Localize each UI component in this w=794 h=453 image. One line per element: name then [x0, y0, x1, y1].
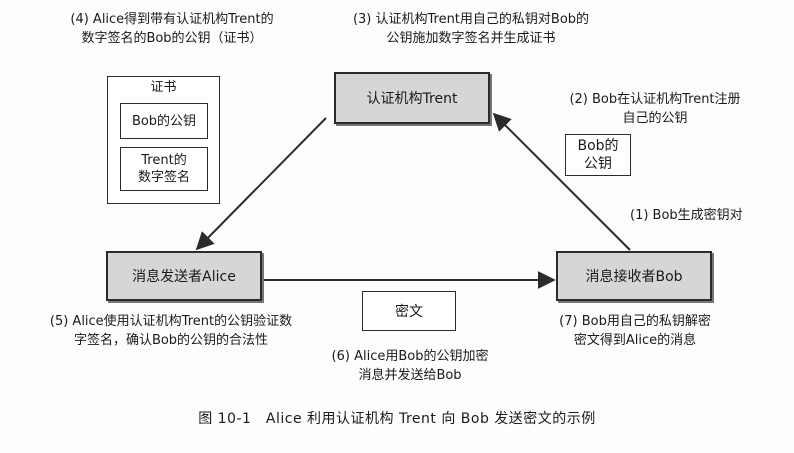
- node-trent: 认证机构Trent: [334, 72, 490, 124]
- step-6-line-2: 消息并发送给Bob: [358, 368, 462, 383]
- step-5-label: (5) Alice使用认证机构Trent的公钥验证数 字签名，确认Bob的公钥的…: [26, 312, 316, 350]
- figure-caption: 图 10-1 Alice 利用认证机构 Trent 向 Bob 发送密文的示例: [198, 411, 596, 427]
- step-1-line-1: (1) Bob生成密钥对: [630, 208, 743, 223]
- bob-key-line-1: Bob的: [577, 138, 619, 154]
- step-7-line-2: 密文得到Alice的消息: [573, 333, 697, 348]
- node-bob: 消息接收者Bob: [556, 251, 712, 301]
- step-7-label: (7) Bob用自己的私钥解密 密文得到Alice的消息: [545, 312, 725, 350]
- certificate-public-key-label: Bob的公钥: [131, 113, 197, 129]
- step-7-line-1: (7) Bob用自己的私钥解密: [559, 314, 711, 329]
- step-6-line-1: (6) Alice用Bob的公钥加密: [331, 349, 489, 364]
- step-5-line-2: 字签名，确认Bob的公钥的合法性: [73, 333, 269, 348]
- bob-public-key-box: Bob的 公钥: [565, 134, 631, 176]
- bob-key-line-2: 公钥: [584, 156, 612, 172]
- step-3-line-1: (3) 认证机构Trent用自己的私钥对Bob的: [352, 12, 590, 27]
- step-2-line-1: (2) Bob在认证机构Trent注册: [569, 92, 741, 107]
- step-3-line-2: 公钥施加数字签名并生成证书: [386, 31, 556, 46]
- node-trent-label: 认证机构Trent: [366, 91, 458, 107]
- ciphertext-box: 密文: [362, 291, 456, 331]
- step-6-label: (6) Alice用Bob的公钥加密 消息并发送给Bob: [330, 347, 490, 385]
- arrow-bob-to-trent: [492, 112, 631, 251]
- node-alice: 消息发送者Alice: [106, 251, 262, 301]
- certificate-public-key: Bob的公钥: [120, 103, 208, 139]
- step-4-label: (4) Alice得到带有认证机构Trent的 数字签名的Bob的公钥（证书）: [62, 10, 282, 48]
- step-5-line-1: (5) Alice使用认证机构Trent的公钥验证数: [49, 314, 293, 329]
- step-3-label: (3) 认证机构Trent用自己的私钥对Bob的 公钥施加数字签名并生成证书: [326, 10, 616, 48]
- step-2-label: (2) Bob在认证机构Trent注册 自己的公钥: [555, 90, 755, 128]
- certificate-signature-line-1: Trent的: [141, 153, 187, 168]
- step-2-line-2: 自己的公钥: [622, 111, 688, 126]
- node-alice-label: 消息发送者Alice: [132, 269, 236, 285]
- certificate-signature: Trent的 数字签名: [120, 147, 208, 191]
- step-4-line-2: 数字签名的Bob的公钥（证书）: [81, 31, 263, 46]
- certificate-signature-line-2: 数字签名: [137, 170, 190, 185]
- arrow-trent-to-alice: [195, 117, 327, 251]
- certificate-title: 证书: [150, 80, 177, 95]
- ciphertext-label: 密文: [395, 304, 423, 320]
- step-4-line-1: (4) Alice得到带有认证机构Trent的: [70, 12, 274, 27]
- certificate: 证书 Bob的公钥 Trent的 数字签名: [107, 76, 220, 204]
- node-bob-label: 消息接收者Bob: [585, 269, 683, 285]
- step-1-label: (1) Bob生成密钥对: [630, 206, 743, 225]
